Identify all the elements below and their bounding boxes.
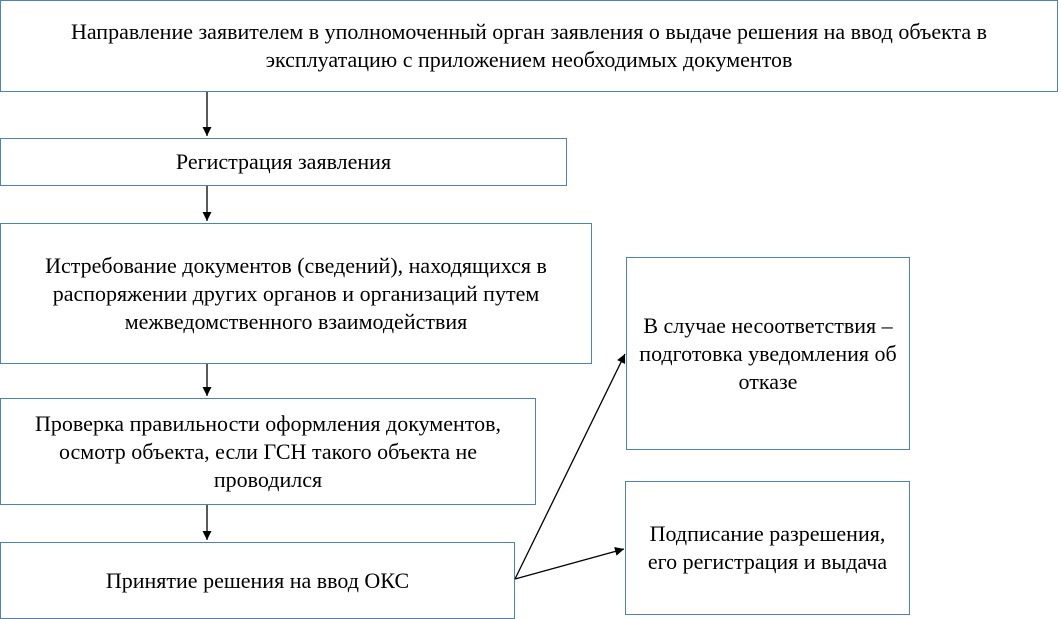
outcome-refusal-box: В случае несоответствия – подготовка уве…	[626, 257, 910, 450]
arrow-decision-to-approval	[514, 547, 625, 580]
step-register-application-text: Регистрация заявления	[175, 149, 392, 174]
step-check-documents-text: Проверка правильности оформления докумен…	[35, 410, 501, 492]
outcome-approval-text: Подписание разрешения, его регистрация и…	[647, 521, 888, 574]
step-submit-application-text: Направление заявителем в уполномоченный …	[70, 19, 988, 72]
outcome-approval-box: Подписание разрешения, его регистрация и…	[625, 481, 910, 615]
step-decision-box: Принятие решения на ввод ОКС	[0, 542, 515, 619]
step-check-documents-box: Проверка правильности оформления докумен…	[0, 398, 536, 505]
step-submit-application-box: Направление заявителем в уполномоченный …	[0, 0, 1058, 92]
outcome-refusal-text: В случае несоответствия – подготовка уве…	[639, 312, 897, 394]
step-decision-text: Принятие решения на ввод ОКС	[105, 567, 410, 593]
arrow-decision-to-refusal	[514, 353, 626, 580]
step-request-documents-text: Истребование документов (сведений), нахо…	[45, 252, 547, 334]
step-request-documents-box: Истребование документов (сведений), нахо…	[0, 223, 592, 364]
step-register-application-box: Регистрация заявления	[0, 138, 567, 186]
